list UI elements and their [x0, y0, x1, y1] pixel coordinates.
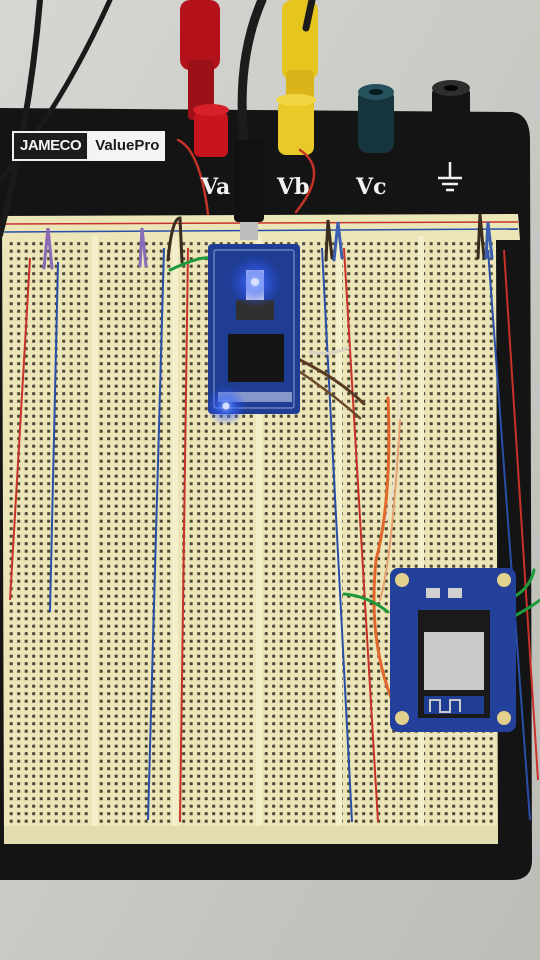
mbed-led-top [251, 278, 259, 286]
brand-logo: JAMECO ValuePro [12, 131, 166, 161]
cables [0, 0, 316, 238]
post-vc[interactable] [358, 84, 394, 153]
power-rails [3, 221, 539, 823]
post-gnd[interactable] [432, 80, 470, 150]
post-va-label: Va [201, 174, 231, 200]
post-vc-label: Vc [356, 174, 387, 200]
mbed-led-bottom [222, 402, 230, 410]
post-vb-label: Vb [277, 174, 310, 200]
post-va[interactable] [180, 0, 229, 157]
esp8266-board [390, 568, 516, 732]
usb-plug [234, 140, 264, 240]
breadboard-bottom-strip [4, 826, 498, 844]
jumper-wires [42, 138, 540, 702]
breadboard-channels [92, 236, 424, 842]
brand-product: ValuePro [89, 131, 166, 161]
ground-icon [438, 162, 462, 192]
brand-maker: JAMECO [12, 131, 90, 161]
